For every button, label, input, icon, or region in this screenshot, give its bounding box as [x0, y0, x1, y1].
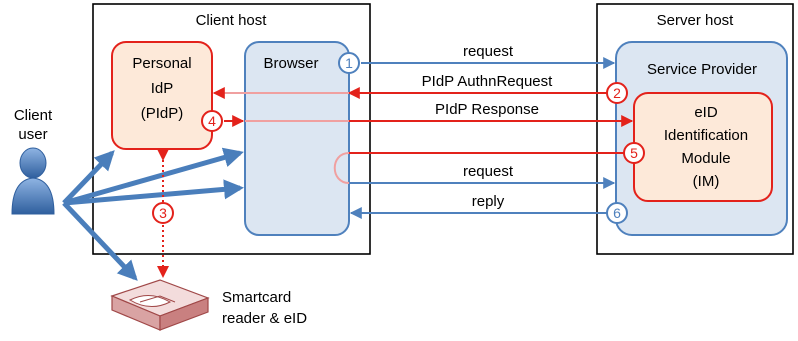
svg-text:5: 5 [630, 145, 638, 161]
client-user-line1: Client [14, 107, 53, 124]
pidp-response-label: PIdP Response [435, 101, 539, 118]
client-host-title: Client host [196, 12, 268, 29]
smartcard-line1: Smartcard [222, 289, 291, 306]
eid-module-line1: eID [694, 104, 718, 121]
svg-text:4: 4 [208, 113, 216, 129]
smartcard-reader-icon [110, 279, 210, 331]
request-bottom-label: request [463, 163, 514, 180]
step-3-badge: 3 [152, 202, 174, 224]
eid-module-line2: Identification [664, 127, 748, 144]
module-loop-pink [333, 152, 350, 184]
client-user-line2: user [18, 126, 47, 143]
eid-module-line4: (IM) [693, 173, 720, 190]
step-2-badge: 2 [606, 82, 628, 104]
browser-title: Browser [263, 55, 318, 72]
service-provider-title: Service Provider [647, 61, 757, 78]
svg-text:1: 1 [345, 55, 353, 71]
user-arrows [62, 147, 244, 281]
user-to-browser-arrow-lower [63, 179, 244, 206]
pidp-line1: Personal [132, 55, 191, 72]
user-to-pidp-arrow [62, 150, 115, 205]
step-6-badge: 6 [606, 202, 628, 224]
svg-text:2: 2 [613, 85, 621, 101]
step-5-badge: 5 [623, 142, 645, 164]
client-user-icon [11, 147, 55, 215]
svg-text:6: 6 [613, 205, 621, 221]
browser-box [244, 41, 350, 236]
user-to-smartcard-arrow [62, 201, 138, 281]
request-top-label: request [463, 43, 514, 60]
step-4-badge: 4 [201, 110, 223, 132]
authn-request-label: PIdP AuthnRequest [422, 73, 553, 90]
step-1-badge: 1 [338, 52, 360, 74]
pidp-line3: (PIdP) [141, 105, 184, 122]
smartcard-line2: reader & eID [222, 310, 307, 327]
pidp-line2: IdP [151, 80, 174, 97]
svg-text:3: 3 [159, 205, 167, 221]
eid-module-line3: Module [681, 150, 730, 167]
reply-label: reply [472, 193, 505, 210]
server-host-title: Server host [657, 12, 735, 29]
user-to-browser-arrow-upper [63, 147, 244, 206]
